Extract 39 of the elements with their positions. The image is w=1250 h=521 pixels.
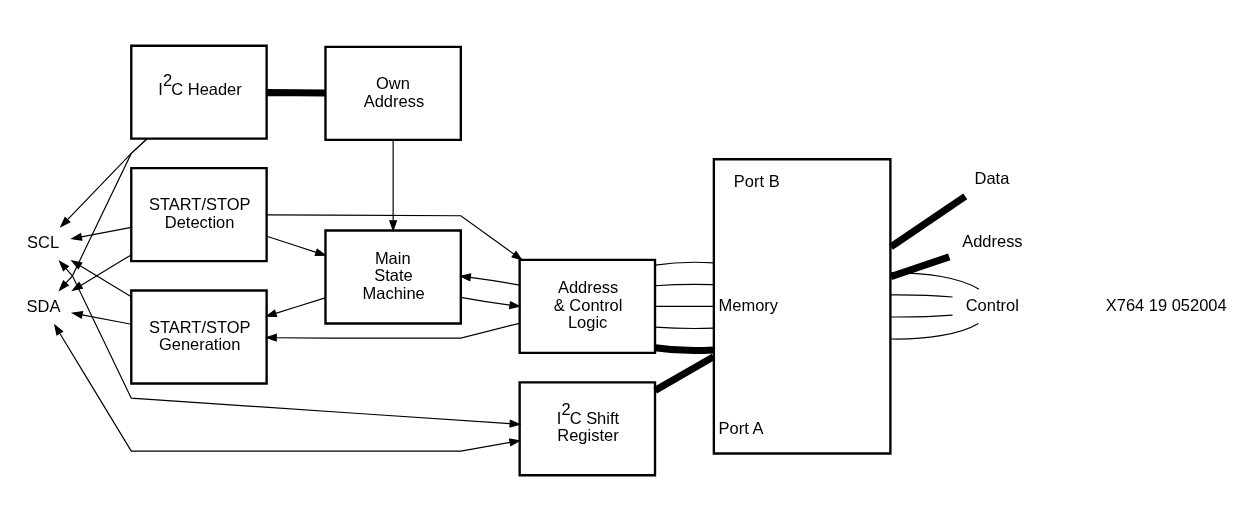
node-box: START/STOP Detection	[130, 166, 268, 263]
node-text: SDA	[26, 296, 61, 315]
arrow	[459, 273, 520, 286]
node-text: SCL	[27, 233, 60, 252]
node-box: Main State Machine	[324, 229, 462, 325]
arrow	[265, 322, 521, 342]
arrow	[460, 296, 522, 310]
label: X764 19 052004	[1105, 295, 1227, 314]
arrow	[58, 138, 148, 292]
connector	[654, 283, 715, 287]
arrow	[70, 259, 132, 298]
connector	[654, 344, 714, 355]
arrow	[71, 254, 132, 292]
node-box: Port B Memory Port A	[712, 158, 892, 455]
arrow	[58, 260, 522, 428]
arrow	[70, 226, 132, 241]
connector	[888, 193, 968, 250]
arrow	[266, 235, 327, 257]
connector	[654, 305, 715, 307]
node-box: START/STOP Generation	[130, 289, 268, 385]
node-text: Address	[962, 232, 1023, 251]
arrow	[264, 297, 326, 318]
connector	[890, 322, 979, 340]
connector	[890, 272, 980, 290]
arrow	[53, 323, 522, 452]
connector	[889, 253, 951, 280]
connector	[654, 261, 715, 266]
arrow	[389, 139, 398, 233]
connector	[653, 353, 716, 394]
connector	[266, 89, 326, 97]
node-box: Address & Control Logic	[518, 258, 657, 355]
arrow	[70, 310, 132, 325]
node-box: Own Address	[324, 45, 462, 142]
connector	[654, 326, 715, 330]
node-text: Data	[974, 168, 1010, 187]
connector	[890, 294, 954, 298]
node-text: Control	[965, 295, 1019, 314]
connector	[890, 314, 954, 318]
arrow	[266, 214, 524, 261]
